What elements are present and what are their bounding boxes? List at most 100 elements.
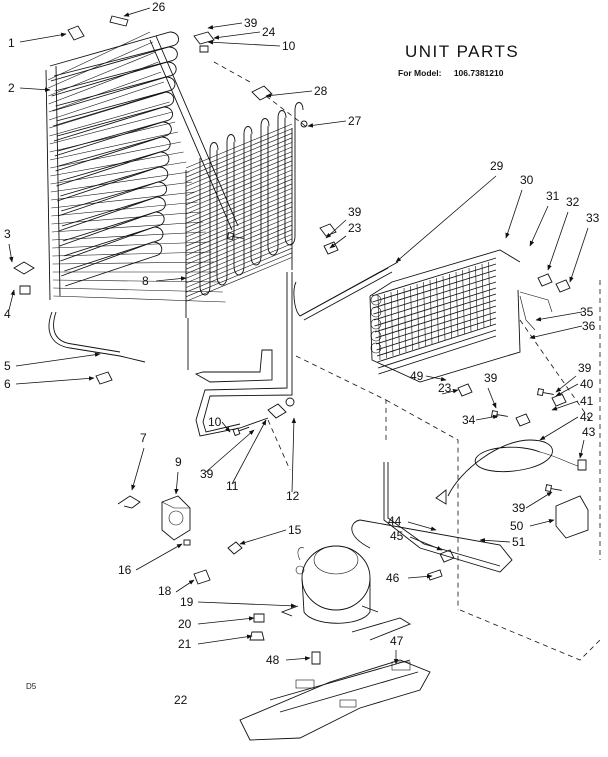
callout-leader-5 (15, 352, 101, 367)
callout-leader-16 (135, 543, 183, 571)
callout-1: 1 (8, 36, 15, 50)
callout-35: 35 (580, 305, 594, 319)
callout-19: 19 (180, 595, 194, 609)
callout-leader-45 (409, 536, 443, 551)
callout-51: 51 (512, 535, 526, 549)
callout-48: 48 (266, 653, 280, 667)
callout-39: 39 (512, 501, 526, 515)
cover-bracket (555, 495, 589, 539)
callout-23: 23 (348, 221, 362, 235)
callout-3: 3 (4, 227, 11, 241)
callout-20: 20 (178, 617, 192, 631)
defrost-heater (299, 261, 399, 317)
callout-39: 39 (244, 16, 258, 30)
callout-leader-23 (329, 235, 347, 249)
relay-box (161, 495, 191, 541)
power-cord (435, 439, 579, 505)
callout-leader-39 (205, 429, 255, 473)
callout-46: 46 (386, 571, 400, 585)
callout-39: 39 (578, 361, 592, 375)
callout-7: 7 (140, 431, 147, 445)
corner-code: D5 (26, 682, 37, 691)
callout-leader-40 (555, 383, 579, 397)
callout-leader-39 (555, 375, 577, 393)
callout-22: 22 (174, 693, 188, 707)
callout-leader-26 (123, 7, 151, 17)
callout-leader-19 (197, 601, 297, 609)
callout-leader-36 (529, 325, 583, 340)
callout-leader-29 (395, 175, 497, 263)
evaporator-coil (370, 257, 497, 375)
callout-leader-11 (231, 419, 267, 485)
callout-45: 45 (390, 529, 404, 543)
clip (117, 495, 141, 509)
callout-43: 43 (582, 425, 596, 439)
callout-leader-28 (265, 90, 313, 98)
callout-24: 24 (262, 25, 276, 39)
tubing (48, 267, 553, 573)
callout-31: 31 (546, 189, 560, 203)
diagram-title: UNIT PARTS (405, 42, 520, 61)
callout-36: 36 (582, 319, 596, 333)
callout-leader-2 (19, 87, 51, 92)
evaporator-frame (369, 249, 521, 383)
callout-leader-10 (221, 421, 231, 433)
model-number: 106.7381210 (453, 68, 504, 78)
callout-leader-23 (441, 389, 459, 395)
callout-34: 34 (462, 413, 476, 427)
callout-9: 9 (175, 455, 182, 469)
callout-49: 49 (410, 369, 424, 383)
callout-leader-42 (539, 416, 579, 441)
callout-leader-10 (207, 40, 281, 47)
callout-leader-51 (479, 538, 511, 543)
condenser-coil-left (45, 31, 239, 303)
callout-leader-34 (475, 414, 499, 421)
callout-40: 40 (580, 377, 594, 391)
callout-leader-48 (285, 656, 311, 661)
callout-leader-12 (291, 417, 297, 493)
callout-leader-24 (213, 31, 261, 40)
callout-18: 18 (158, 584, 172, 598)
callout-8: 8 (142, 274, 149, 288)
callout-leader-39 (207, 22, 243, 30)
callout-5: 5 (4, 359, 11, 373)
callout-4: 4 (4, 307, 11, 321)
compressor (280, 545, 379, 624)
callout-leader-21 (197, 634, 253, 645)
callout-32: 32 (566, 195, 580, 209)
callout-27: 27 (348, 114, 362, 128)
callout-2: 2 (8, 81, 15, 95)
callout-44: 44 (388, 514, 402, 528)
callout-6: 6 (4, 377, 11, 391)
callout-12: 12 (286, 489, 300, 503)
callout-leader-6 (15, 376, 95, 385)
callout-39: 39 (200, 467, 214, 481)
callout-23: 23 (438, 381, 452, 395)
callout-29: 29 (490, 159, 504, 173)
callout-10: 10 (282, 39, 296, 53)
callout-leader-49 (425, 375, 447, 382)
callout-leader-31 (529, 205, 549, 247)
condenser-coil-center (185, 102, 304, 318)
callout-leader-9 (174, 471, 179, 495)
model-line: For Model: 106.7381210 (398, 68, 513, 78)
callout-leader-27 (307, 120, 347, 128)
callout-33: 33 (586, 211, 600, 225)
callout-leader-39 (525, 491, 553, 509)
callout-leader-18 (175, 579, 195, 593)
callout-labels: 1234567891010111215161819202122232324262… (4, 0, 600, 707)
callout-leader-30 (505, 189, 523, 239)
callout-leader-7 (131, 447, 145, 491)
callout-leader-50 (529, 519, 555, 527)
callout-leader-32 (547, 211, 569, 271)
callout-leader-41 (551, 400, 579, 411)
callout-leader-46 (407, 574, 433, 579)
callout-leader-44 (407, 521, 437, 531)
callout-15: 15 (288, 523, 302, 537)
mounting-rail (239, 617, 431, 741)
callout-leader-1 (19, 32, 67, 43)
callout-leader-33 (569, 227, 589, 283)
callout-leader-4 (8, 289, 15, 311)
callout-42: 42 (580, 410, 594, 424)
